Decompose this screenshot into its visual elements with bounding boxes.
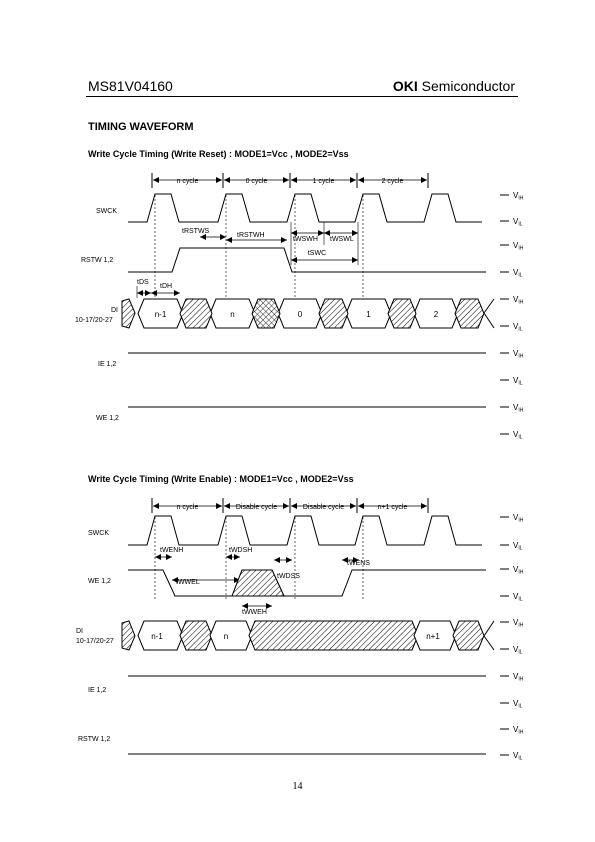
param-twswh: tWSWH	[293, 236, 318, 243]
signal-swck: SWCK	[88, 530, 109, 537]
param-twdss: tWDSS	[277, 573, 300, 580]
level-vil-label: VIL	[513, 322, 523, 333]
level-vih-label: VIH	[513, 565, 524, 576]
level-vih-label: VIH	[513, 618, 524, 629]
param-trstws: tRSTWS	[182, 228, 210, 235]
di-tail	[483, 620, 495, 637]
di-data-label: n-1	[155, 310, 167, 319]
cycle-label: 2 cycle	[382, 178, 404, 185]
level-vil-label: VIL	[513, 217, 523, 228]
di-dontcare	[452, 620, 485, 651]
cycle-label: Disable cycle	[303, 504, 344, 511]
di-dontcare	[121, 620, 136, 651]
level-vih-label: VIH	[513, 672, 524, 683]
param-twdsh: tWDSH	[229, 547, 252, 554]
cycle-label: n cycle	[177, 178, 199, 185]
signal-rstw: RSTW 1,2	[81, 257, 113, 264]
di-dontcare	[454, 298, 485, 329]
di-dontcare	[121, 298, 136, 329]
di-tail	[483, 298, 495, 314]
di-data-label: n+1	[426, 632, 440, 641]
company-name: OKI Semiconductor	[393, 78, 515, 94]
level-vih-label: VIH	[513, 241, 524, 252]
di-tail	[483, 312, 495, 329]
level-vil-label: VIL	[513, 268, 523, 279]
cycle-label: n+1 cycle	[378, 504, 408, 511]
company-suffix: Semiconductor	[417, 78, 515, 94]
di-tail	[483, 635, 495, 651]
level-vih-label: VIH	[513, 403, 524, 414]
signal-rstw: RSTW 1,2	[78, 736, 110, 743]
di-dontcare	[318, 298, 349, 329]
level-vil-label: VIL	[513, 645, 523, 656]
param-tdh: tDH	[160, 283, 172, 290]
we-setup-region	[231, 569, 285, 597]
cycle-label: n cycle	[177, 504, 199, 511]
signal-ie: IE 1,2	[88, 687, 106, 694]
param-tswc: tSWC	[308, 250, 326, 257]
level-vil-label: VIL	[513, 592, 523, 603]
signal-di-pins: 10-17/20-27	[75, 317, 113, 324]
level-vih-label: VIH	[513, 191, 524, 202]
di-data-label: n-1	[151, 632, 163, 641]
signal-we: WE 1,2	[96, 415, 119, 422]
di-data-box	[209, 620, 253, 651]
swck-waveform	[128, 515, 482, 546]
di-data-label: n	[224, 632, 228, 641]
di-dontcare	[387, 298, 417, 329]
signal-swck: SWCK	[96, 208, 117, 215]
param-twenh: tWENH	[160, 547, 183, 554]
level-vih-label: VIH	[513, 349, 524, 360]
header-rule	[86, 96, 518, 97]
signal-di: DI	[76, 628, 83, 635]
level-vil-label: VIL	[513, 430, 523, 441]
level-vih-label: VIH	[513, 295, 524, 306]
di-dontcare	[179, 620, 213, 651]
diagram1-title: Write Cycle Timing (Write Reset) : MODE1…	[88, 149, 349, 159]
level-vih-label: VIH	[513, 513, 524, 524]
cycle-label: Disable cycle	[236, 504, 277, 511]
level-vil-label: VIL	[513, 699, 523, 710]
param-tds: tDS	[137, 279, 149, 286]
signal-we: WE 1,2	[88, 578, 111, 585]
diagram2-title: Write Cycle Timing (Write Enable) : MODE…	[88, 474, 354, 484]
param-trstwh: tRSTWH	[237, 232, 265, 239]
di-data-label: 1	[366, 310, 371, 319]
param-twweh: tWWEH	[242, 609, 267, 616]
signal-ie: IE 1,2	[98, 361, 116, 368]
level-vil-label: VIL	[513, 751, 523, 762]
part-number: MS81V04160	[88, 78, 173, 94]
di-dontcare	[248, 620, 419, 651]
di-dontcare	[251, 298, 281, 329]
company-brand: OKI	[392, 78, 418, 94]
page-number: 14	[292, 781, 303, 792]
signal-di: DI	[111, 307, 118, 314]
signal-di-pins: 10-17/20-27	[76, 638, 114, 645]
level-vil-label: VIL	[513, 376, 523, 387]
param-twens: tWENS	[347, 560, 370, 567]
cycle-label: 1 cycle	[313, 178, 335, 185]
write-enable-diagram: n cycle Disable cycle Disable cycle n+1 cyc…	[76, 498, 524, 762]
rstw-waveform	[128, 247, 486, 273]
di-data-label: 0	[298, 310, 303, 319]
di-data-label: 2	[434, 310, 439, 319]
level-vil-label: VIL	[513, 541, 523, 552]
cycle-label: 0 cycle	[246, 178, 268, 185]
section-title: TIMING WAVEFORM	[88, 121, 194, 133]
di-dontcare	[179, 298, 213, 329]
param-twswl: tWSWL	[330, 236, 354, 243]
level-vih-label: VIH	[513, 725, 524, 736]
swck-waveform	[128, 193, 482, 223]
di-data-label: n	[230, 310, 234, 319]
